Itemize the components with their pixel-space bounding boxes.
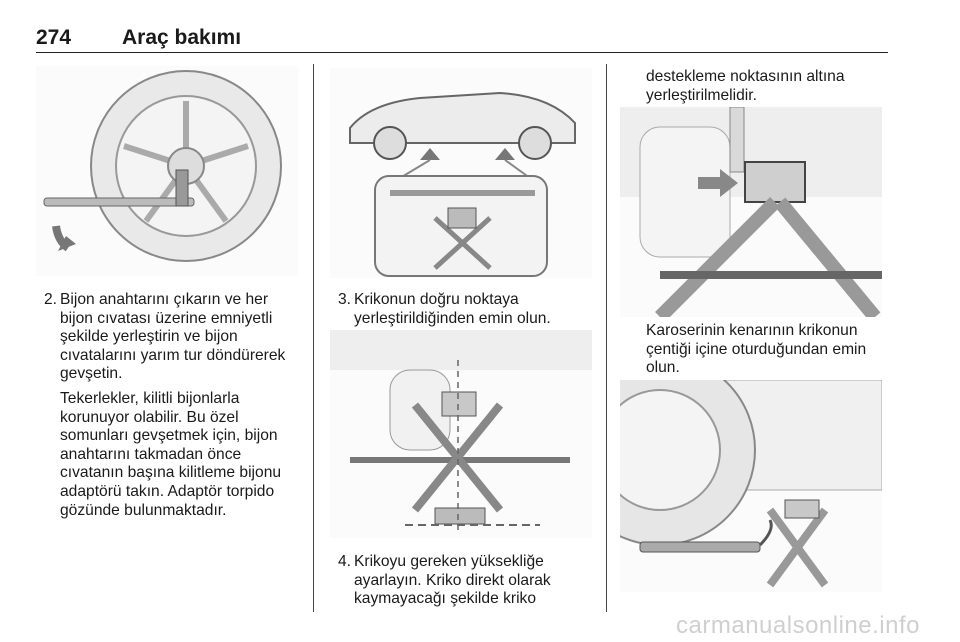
step-text: Krikoyu gereken yüksekliğe ayarlayın. Kr…: [354, 553, 551, 608]
page-header: 274 Araç bakımı: [36, 26, 888, 53]
page-number: 274: [36, 26, 72, 49]
column-divider: [606, 64, 607, 612]
note-text: Tekerlekler, kilitli bijonlarla korunuyo…: [60, 389, 282, 519]
caption-text: Karoserinin kenarının krikonun çentiği i…: [646, 322, 867, 377]
step-text: Bijon anahtarını çıkarın ve her bijon cı…: [60, 291, 286, 383]
step-text: Krikonun doğru noktaya yerleştirildiğind…: [354, 291, 551, 327]
wheel-wrench-illustration: [36, 66, 298, 276]
continued-text: destekleme noktasının altına yerleştiril…: [646, 68, 845, 104]
car-jack-points-illustration: [330, 68, 592, 278]
jack-under-sill-illustration: [330, 330, 592, 538]
step-4: 4. Krikoyu gereken yüksekliğe ayarlayın.…: [338, 553, 600, 609]
step-number: 2.: [44, 291, 58, 308]
step-number: 4.: [338, 553, 352, 570]
section-title: Araç bakımı: [122, 26, 242, 49]
step-number: 3.: [338, 291, 352, 308]
step-2: 2. Bijon anahtarını çıkarın ve her bijon…: [44, 291, 302, 526]
watermark: carmanualsonline.info: [676, 612, 920, 639]
jack-wheel-wrench-illustration: [620, 380, 882, 592]
column-divider: [313, 64, 314, 612]
jack-notch-closeup-illustration: [620, 107, 882, 317]
step-3: 3. Krikonun doğru noktaya yerleştirildiğ…: [338, 291, 600, 328]
